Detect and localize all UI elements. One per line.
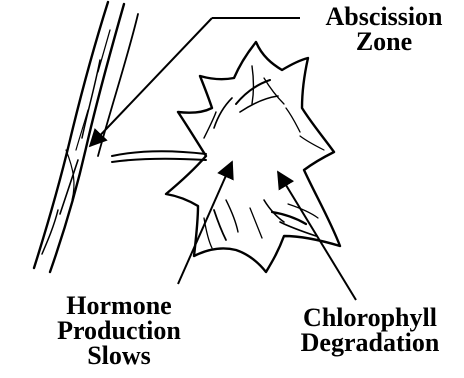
chlorophyll-degradation-label: Chlorophyll Degradation: [278, 305, 462, 355]
pointer-arrows: [90, 18, 356, 300]
petiole: [112, 151, 206, 162]
branch: [34, 2, 138, 272]
hormone-arrow: [178, 162, 232, 284]
abscission-label-line2: Zone: [306, 29, 462, 54]
abscission-zone-label: Abscission Zone: [306, 4, 462, 54]
hormone-label-line3: Slows: [44, 343, 194, 368]
chlorophyll-label-line1: Chlorophyll: [278, 305, 462, 330]
leaf-veins: [204, 66, 324, 248]
abscission-label-line1: Abscission: [306, 4, 462, 29]
hormone-production-label: Hormone Production Slows: [44, 293, 194, 368]
hormone-label-line2: Production: [44, 318, 194, 343]
chlorophyll-label-line2: Degradation: [278, 330, 462, 355]
hormone-label-line1: Hormone: [44, 293, 194, 318]
